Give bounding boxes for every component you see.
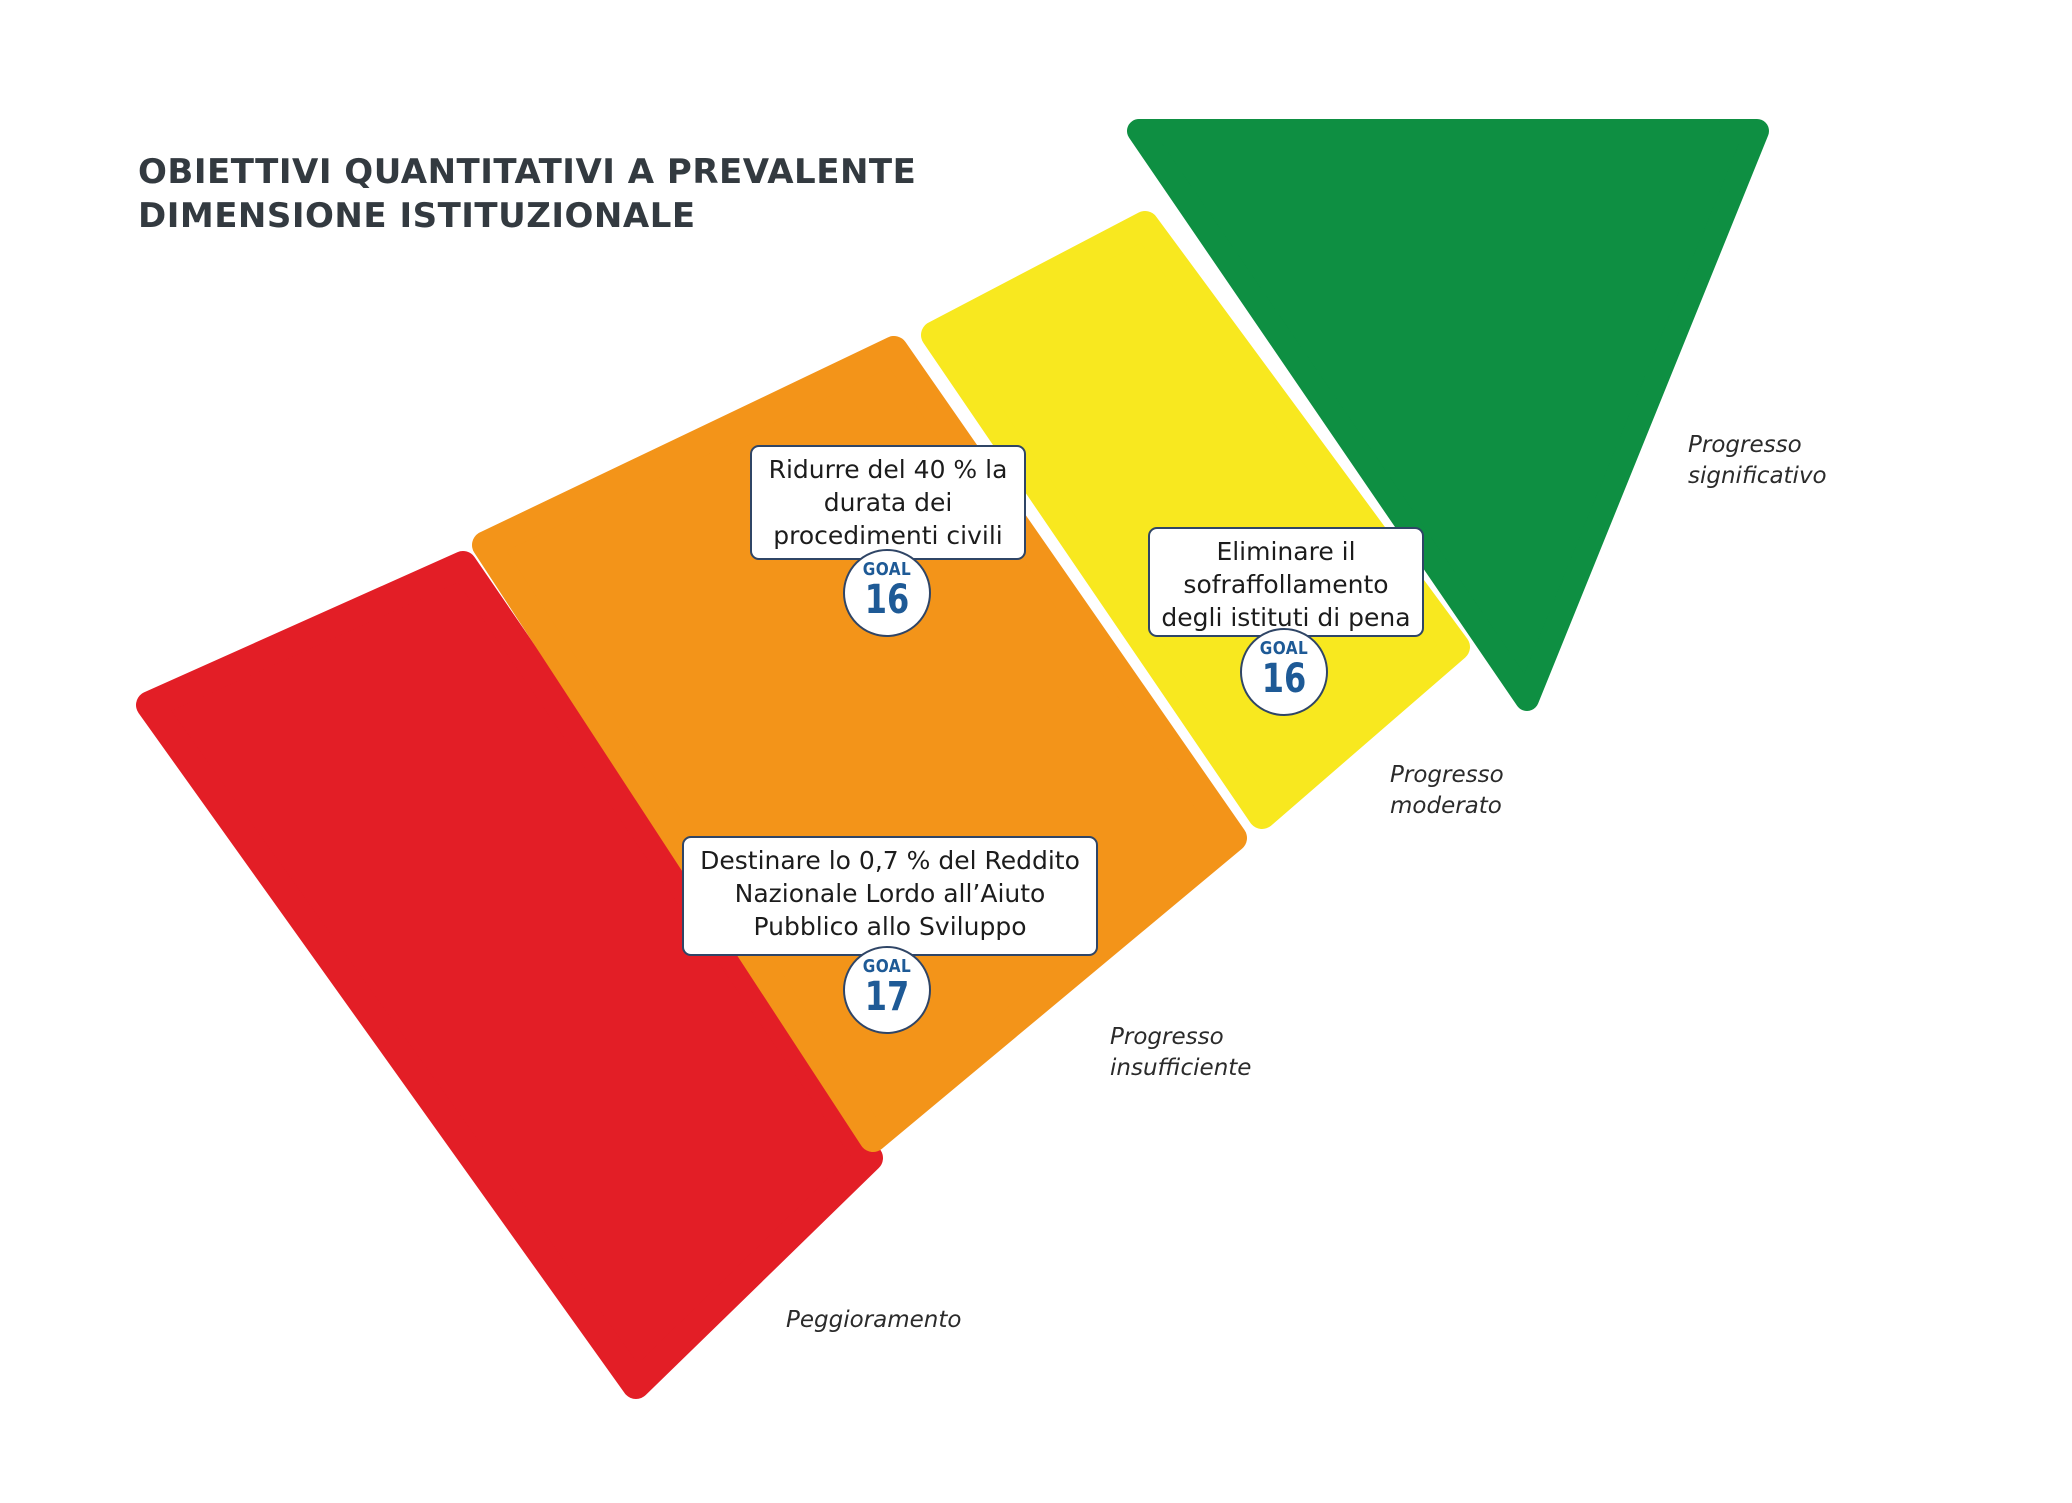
stage-label-line: significativo: [1688, 463, 1827, 489]
goal-16-icon: GOAL 16: [843, 549, 931, 637]
callout-line: degli istituti di pena: [1161, 603, 1411, 632]
callout-line: sofraffollamento: [1183, 570, 1389, 599]
callout-line: Pubblico allo Sviluppo: [753, 912, 1027, 941]
goal-17-icon: GOAL 17: [843, 946, 931, 1034]
page-title-line-1: OBIETTIVI QUANTITATIVI A PREVALENTE: [138, 152, 917, 192]
stage-shape-significativo: [1127, 119, 1769, 711]
goal-word: GOAL: [1259, 638, 1309, 659]
page-title: OBIETTIVI QUANTITATIVI A PREVALENTE DIME…: [138, 150, 916, 238]
goal-word: GOAL: [862, 559, 912, 580]
callout-line: Nazionale Lordo all’Aiuto: [734, 879, 1046, 908]
stage-label-significativo: Progresso significativo: [1688, 430, 1827, 492]
goal-number: 16: [1261, 656, 1307, 702]
callout-sovraffollamento: Eliminare il sofraffollamento degli isti…: [1148, 527, 1424, 637]
callout-line: Ridurre del 40 % la: [768, 455, 1008, 484]
goal-number: 16: [864, 577, 910, 623]
stage-label-insufficiente: Progresso insufficiente: [1110, 1022, 1251, 1084]
stage-label-line: Peggioramento: [786, 1307, 962, 1333]
callout-line: Destinare lo 0,7 % del Reddito: [700, 846, 1080, 875]
stage-label-line: Progresso: [1110, 1024, 1224, 1050]
callout-procedimenti-civili: Ridurre del 40 % la durata dei procedime…: [750, 445, 1026, 560]
stage-label-line: insufficiente: [1110, 1055, 1252, 1081]
goal-word: GOAL: [862, 956, 912, 977]
callout-aiuto-pubblico: Destinare lo 0,7 % del Reddito Nazionale…: [682, 836, 1098, 956]
stage-label-peggioramento: Peggioramento: [786, 1305, 961, 1336]
stage-shape-peggioramento: [136, 551, 883, 1399]
stage-label-line: moderato: [1390, 793, 1502, 819]
callout-line: Eliminare il: [1216, 537, 1356, 566]
goal-16-icon: GOAL 16: [1240, 628, 1328, 716]
stage-label-line: Progresso: [1390, 762, 1504, 788]
stage-label-moderato: Progresso moderato: [1390, 760, 1504, 822]
callout-line: durata dei: [823, 488, 953, 517]
callout-line: procedimenti civili: [773, 521, 1003, 550]
goal-number: 17: [864, 974, 910, 1020]
stage-label-line: Progresso: [1688, 432, 1802, 458]
page-title-line-2: DIMENSIONE ISTITUZIONALE: [138, 196, 696, 236]
